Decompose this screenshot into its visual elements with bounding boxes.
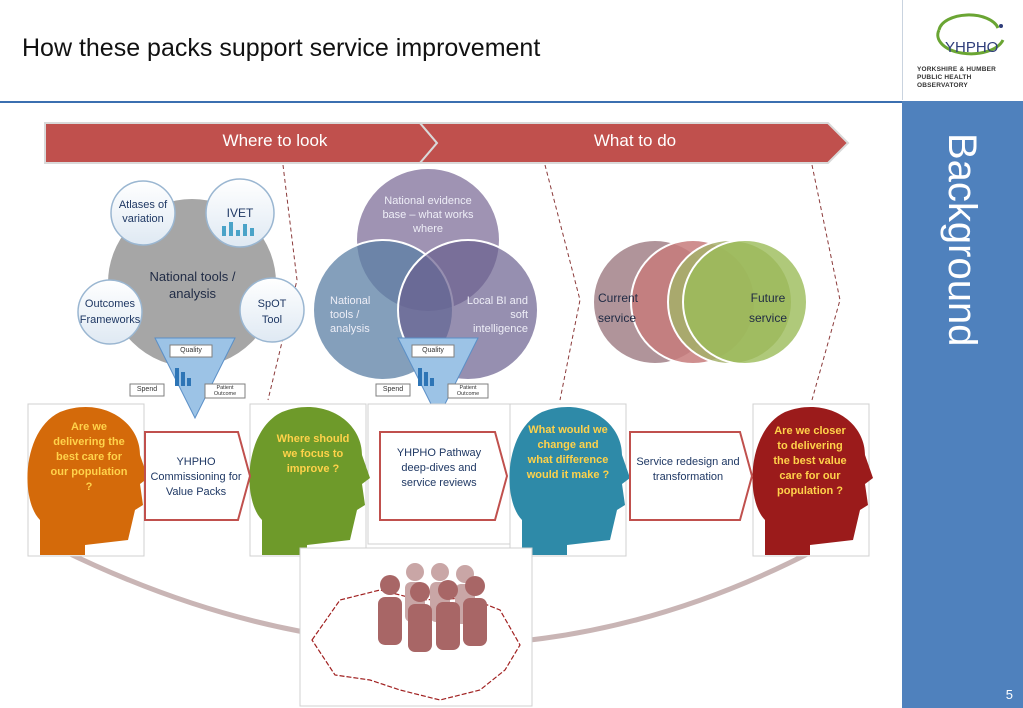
- future-service-label: Future service: [748, 291, 787, 325]
- step-text-3: Service redesign and transformation: [636, 456, 740, 483]
- head-red: [752, 406, 873, 555]
- national-tools-label: National tools / analysis: [149, 269, 236, 301]
- sidebar: Background 5: [902, 101, 1023, 708]
- spot-label: SpOT Tool: [257, 298, 287, 326]
- quality-label-1: Quality: [180, 347, 202, 354]
- page-number: 5: [1005, 687, 1013, 702]
- ivet-chart-icon: [222, 222, 254, 236]
- banner-what-to-do: What to do: [593, 131, 677, 150]
- spend-label-2: Spend: [382, 386, 404, 393]
- step-arrow-3: [629, 431, 754, 521]
- logo: YHPHO YORKSHIRE & HUMBER PUBLIC HEALTH O…: [902, 0, 1023, 100]
- venn-top-label: National evidence base – what works wher…: [382, 195, 474, 235]
- head-text-2: Where should we focus to improve ?: [276, 433, 350, 475]
- diagram-graphics: [27, 122, 873, 707]
- banner-where-to-look: Where to look: [222, 131, 328, 150]
- venn-right-label: Local BI and soft intelligence: [466, 295, 528, 335]
- venn-left-label: National tools / analysis: [330, 295, 371, 335]
- head-teal: [509, 406, 630, 555]
- value-triangle-2: [375, 337, 489, 420]
- slide-title: How these packs support service improvem…: [22, 34, 541, 62]
- quality-label-2: Quality: [422, 347, 444, 354]
- logo-subtitle: YORKSHIRE & HUMBER PUBLIC HEALTH OBSERVA…: [917, 66, 1023, 90]
- patient-outcome-label-1: Patient Outcome: [213, 385, 237, 397]
- atlases-bubble: [110, 180, 176, 246]
- atlases-label: Atlases of variation: [118, 199, 168, 225]
- logo-subtitle-line1: YORKSHIRE & HUMBER: [917, 66, 997, 73]
- logo-swoosh-icon: [936, 13, 1005, 56]
- spot-bubble: [239, 277, 305, 343]
- outcomes-label: Outcomes Frameworks: [79, 298, 141, 326]
- head-orange: [27, 406, 148, 555]
- step-arrow-1: [144, 431, 252, 521]
- head-text-3: What would we change and what difference…: [526, 424, 610, 481]
- patient-outcome-label-2: Patient Outcome: [456, 385, 480, 397]
- current-service-label: Current service: [598, 291, 639, 325]
- sidebar-label: Background: [940, 133, 984, 347]
- region-map: [311, 589, 521, 701]
- dashed-guides: [267, 164, 841, 401]
- title-divider: [0, 101, 902, 103]
- logo-name: YHPHO: [945, 39, 999, 56]
- ivet-label: IVET: [226, 206, 254, 220]
- head-green: [249, 406, 370, 555]
- spend-label-1: Spend: [136, 386, 158, 393]
- value-triangle-1: [129, 337, 246, 420]
- logo-subtitle-line2: PUBLIC HEALTH OBSERVATORY: [917, 74, 972, 89]
- people-front-icon: [378, 575, 487, 652]
- step-arrow-2: [379, 431, 509, 521]
- head-text-1: Are we delivering the best care for our …: [50, 421, 128, 493]
- banner-right-arrow: [417, 122, 850, 164]
- head-text-4: Are we closer to delivering the best val…: [773, 425, 847, 497]
- step-text-2: YHPHO Pathway deep-dives and service rev…: [396, 447, 482, 489]
- step-text-1: YHPHO Commissioning for Value Packs: [150, 456, 242, 498]
- service-circle-4: [682, 239, 808, 365]
- outcomes-bubble: [77, 279, 143, 345]
